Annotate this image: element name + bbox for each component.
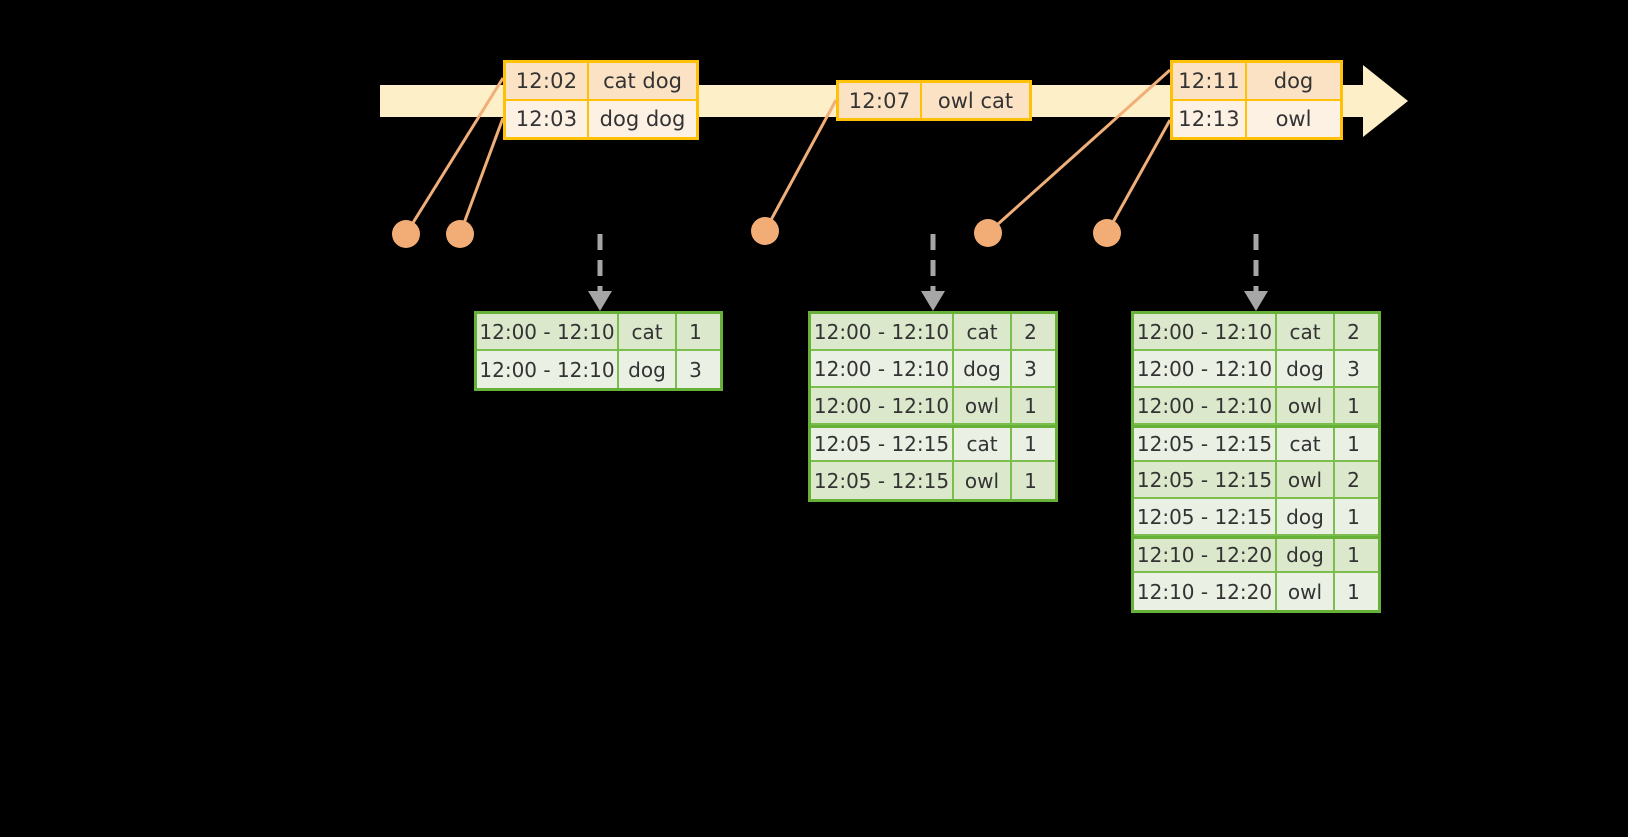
count-cell: 3: [1024, 356, 1037, 381]
event-group-1: 12:02 cat dog 12:03 dog dog: [503, 60, 699, 140]
table-row: 12:05 - 12:15 dog 1: [1134, 499, 1378, 536]
window-cell: 12:00 - 12:10: [1134, 388, 1277, 423]
trigger-arrows: [588, 234, 1268, 311]
table-row: 12:00 - 12:10 cat 2: [1134, 314, 1378, 351]
event-time: 12:03: [506, 101, 589, 137]
event-words: dog: [1273, 69, 1314, 93]
event-row: 12:07 owl cat: [839, 83, 1029, 118]
count-cell: 3: [1347, 356, 1360, 381]
count-cell: 1: [1024, 432, 1037, 456]
count-cell: 3: [689, 357, 702, 382]
connector-dot-5: [1093, 219, 1121, 247]
event-time: 12:11: [1173, 63, 1247, 99]
event-group-2: 12:07 owl cat: [836, 80, 1032, 121]
word-cell: cat: [954, 314, 1012, 349]
connector-dot-1: [392, 220, 420, 248]
connector-dot-4: [974, 219, 1002, 247]
event-words: owl: [1275, 107, 1312, 131]
word-cell: owl: [1277, 573, 1335, 610]
table-row: 12:10 - 12:20 owl 1: [1134, 573, 1378, 610]
table-row: 12:10 - 12:20 dog 1: [1134, 536, 1378, 573]
word-cell: dog: [1277, 351, 1335, 386]
table-row: 12:00 - 12:10 dog 3: [1134, 351, 1378, 388]
window-cell: 12:00 - 12:10: [477, 314, 619, 349]
event-group-3: 12:11 dog 12:13 owl: [1170, 60, 1343, 140]
event-time: 12:07: [839, 83, 922, 118]
window-cell: 12:10 - 12:20: [1134, 573, 1277, 610]
count-cell: 1: [1347, 393, 1360, 418]
window-cell: 12:00 - 12:10: [811, 388, 954, 423]
table-row: 12:05 - 12:15 cat 1: [1134, 425, 1378, 462]
window-cell: 12:05 - 12:15: [1134, 499, 1277, 534]
count-cell: 1: [1347, 543, 1360, 567]
table-row: 12:00 - 12:10 dog 3: [811, 351, 1055, 388]
window-cell: 12:05 - 12:15: [1134, 462, 1277, 497]
window-cell: 12:05 - 12:15: [811, 462, 954, 499]
window-cell: 12:05 - 12:15: [811, 428, 954, 460]
window-cell: 12:05 - 12:15: [1134, 428, 1277, 460]
word-cell: dog: [1277, 539, 1335, 571]
table-row: 12:05 - 12:15 cat 1: [811, 425, 1055, 462]
event-words: owl cat: [937, 88, 1014, 113]
word-cell: cat: [1277, 314, 1335, 349]
connector-dots: [392, 217, 1121, 248]
word-cell: cat: [619, 314, 677, 349]
table-row: 12:05 - 12:15 owl 2: [1134, 462, 1378, 499]
connector-dot-2: [446, 220, 474, 248]
count-cell: 1: [689, 319, 702, 344]
result-table-1: 12:00 - 12:10 cat 1 12:00 - 12:10 dog 3: [474, 311, 723, 391]
word-cell: dog: [619, 351, 677, 388]
table-row: 12:05 - 12:15 owl 1: [811, 462, 1055, 499]
word-cell: owl: [1277, 388, 1335, 423]
result-table-3: 12:00 - 12:10 cat 2 12:00 - 12:10 dog 3 …: [1131, 311, 1381, 613]
event-words: cat dog: [603, 69, 682, 93]
table-row: 12:00 - 12:10 owl 1: [811, 388, 1055, 425]
count-cell: 1: [1347, 432, 1360, 456]
event-time: 12:13: [1173, 101, 1247, 137]
window-cell: 12:10 - 12:20: [1134, 539, 1277, 571]
word-cell: owl: [954, 462, 1012, 499]
window-cell: 12:00 - 12:10: [1134, 314, 1277, 349]
word-cell: dog: [1277, 499, 1335, 534]
word-cell: cat: [1277, 428, 1335, 460]
connector-dot-3: [751, 217, 779, 245]
table-row: 12:00 - 12:10 dog 3: [477, 351, 720, 388]
window-cell: 12:00 - 12:10: [1134, 351, 1277, 386]
word-cell: dog: [954, 351, 1012, 386]
table-row: 12:00 - 12:10 cat 2: [811, 314, 1055, 351]
count-cell: 2: [1347, 319, 1360, 344]
word-cell: cat: [954, 428, 1012, 460]
result-table-2: 12:00 - 12:10 cat 2 12:00 - 12:10 dog 3 …: [808, 311, 1058, 502]
count-cell: 1: [1024, 468, 1037, 493]
window-cell: 12:00 - 12:10: [811, 351, 954, 386]
count-cell: 1: [1347, 579, 1360, 604]
window-cell: 12:00 - 12:10: [811, 314, 954, 349]
table-row: 12:00 - 12:10 cat 1: [477, 314, 720, 351]
count-cell: 2: [1024, 319, 1037, 344]
event-row: 12:03 dog dog: [506, 99, 696, 137]
table-row: 12:00 - 12:10 owl 1: [1134, 388, 1378, 425]
window-cell: 12:00 - 12:10: [477, 351, 619, 388]
count-cell: 1: [1024, 393, 1037, 418]
word-cell: owl: [1277, 462, 1335, 497]
event-row: 12:02 cat dog: [506, 63, 696, 99]
event-time: 12:02: [506, 63, 589, 99]
event-row: 12:13 owl: [1173, 99, 1340, 137]
word-cell: owl: [954, 388, 1012, 423]
count-cell: 2: [1347, 467, 1360, 492]
event-words: dog dog: [599, 107, 686, 131]
count-cell: 1: [1347, 504, 1360, 529]
event-row: 12:11 dog: [1173, 63, 1340, 99]
